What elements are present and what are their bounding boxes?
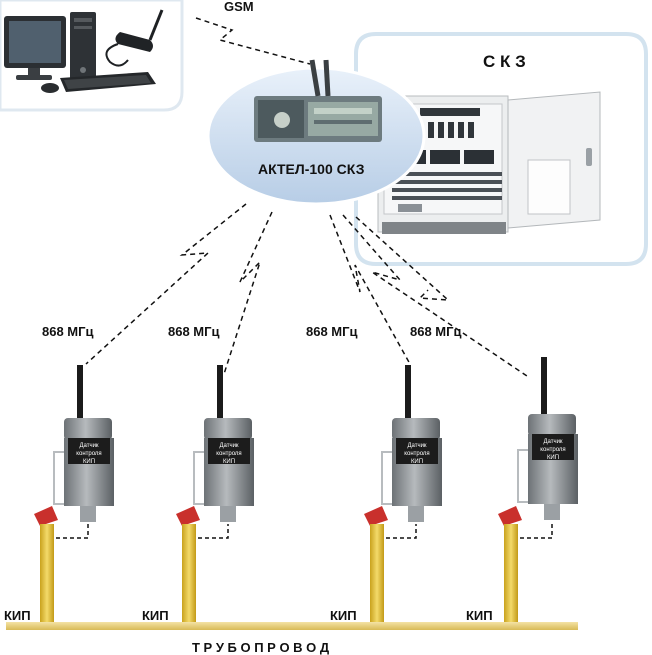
keyboard-icon xyxy=(60,72,156,92)
pc-tower-icon xyxy=(70,12,96,82)
sensor-text-1: Датчик xyxy=(79,443,98,449)
computer-panel xyxy=(0,0,184,112)
kip-label-4: КИП xyxy=(466,608,493,623)
sensor-link xyxy=(56,524,89,539)
sensor-text-1: Датчик xyxy=(407,443,426,449)
freq-label-4: 868 МГц xyxy=(410,324,462,339)
pipeline xyxy=(6,622,578,630)
sensor-text-2: контроля xyxy=(540,447,565,453)
kip-label-3: КИП xyxy=(330,608,357,623)
freq-label-3: 868 МГц xyxy=(306,324,358,339)
sensor-text-1: Датчик xyxy=(543,439,562,445)
sensor-device: Датчик контроля КИП xyxy=(517,414,578,520)
skz-label: С К З xyxy=(483,52,526,71)
sensor-link xyxy=(198,524,229,539)
sensor-text-3: КИП xyxy=(547,455,559,461)
aktel-label: АКТЕЛ-100 СКЗ xyxy=(258,161,365,177)
sensor-device: Датчик контроля КИП xyxy=(193,418,254,522)
sensor-node-3: Датчик контроля КИП КИП xyxy=(330,365,442,623)
freq-label-2: 868 МГц xyxy=(168,324,220,339)
sensor-text-1: Датчик xyxy=(219,443,238,449)
sensor-text-2: контроля xyxy=(76,451,101,457)
kip-post xyxy=(498,506,522,622)
freq-label-1: 868 МГц xyxy=(42,324,94,339)
sensor-text-3: КИП xyxy=(223,459,235,465)
sensor-text-3: КИП xyxy=(411,459,423,465)
kip-post xyxy=(364,506,388,622)
sensor-link xyxy=(520,522,553,539)
sensor-node-4: Датчик контроля КИП КИП xyxy=(466,357,578,623)
aktel-bubble xyxy=(206,59,426,206)
mouse-icon xyxy=(41,83,59,93)
monitor-icon xyxy=(4,16,66,80)
pipeline-label: Т Р У Б О П Р О В О Д xyxy=(192,640,330,655)
gsm-link xyxy=(195,17,311,65)
sensor-device: Датчик контроля КИП xyxy=(53,418,114,522)
aktel-device-icon xyxy=(254,59,382,142)
kip-post xyxy=(34,506,58,622)
sensor-text-3: КИП xyxy=(83,459,95,465)
sensor-device: Датчик контроля КИП xyxy=(381,418,442,522)
kip-post xyxy=(176,506,200,622)
sensor-text-2: контроля xyxy=(216,451,241,457)
gsm-label: GSM xyxy=(224,0,254,14)
sensor-node-1: Датчик контроля КИП КИП xyxy=(4,365,114,623)
gsm-modem-icon xyxy=(105,9,164,67)
sensor-text-2: контроля xyxy=(404,451,429,457)
sensor-node-2: Датчик контроля КИП КИП xyxy=(142,365,254,623)
radio-links xyxy=(85,203,531,379)
kip-label-2: КИП xyxy=(142,608,169,623)
sensor-link xyxy=(386,524,417,539)
kip-label-1: КИП xyxy=(4,608,31,623)
